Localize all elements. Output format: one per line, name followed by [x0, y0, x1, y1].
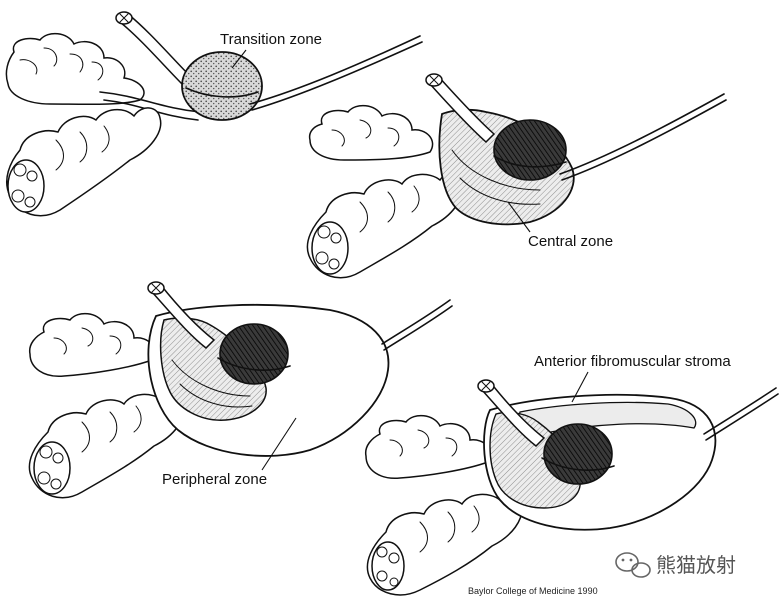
- seminal-vesicle: [364, 414, 492, 479]
- panel-peripheral-zone: Peripheral zone: [28, 281, 453, 499]
- transition-zone-gland: [219, 323, 289, 385]
- transition-zone-gland: [181, 51, 263, 121]
- panel-anterior-fibromuscular-stroma: Anterior fibromuscular stroma: [364, 353, 779, 596]
- watermark: 熊猫放射: [615, 552, 736, 578]
- panel-transition-zone: Transition zone: [5, 11, 423, 217]
- seminal-vesicle: [5, 32, 145, 106]
- wechat-icon: [615, 552, 651, 578]
- central-zone-cone: [159, 317, 267, 421]
- panel-central-zone: Central zone: [306, 73, 727, 279]
- central-zone-cone: [489, 411, 581, 509]
- transition-zone-gland: [493, 119, 567, 181]
- label-transition-zone: Transition zone: [220, 31, 322, 48]
- transition-zone-gland: [543, 423, 613, 485]
- label-central-zone: Central zone: [528, 233, 613, 250]
- label-peripheral-zone: Peripheral zone: [162, 471, 267, 488]
- credit-text: Baylor College of Medicine 1990: [468, 586, 598, 596]
- label-anterior-fibromuscular-stroma: Anterior fibromuscular stroma: [534, 353, 731, 370]
- seminal-vesicle: [28, 312, 156, 377]
- watermark-text: 熊猫放射: [656, 553, 736, 577]
